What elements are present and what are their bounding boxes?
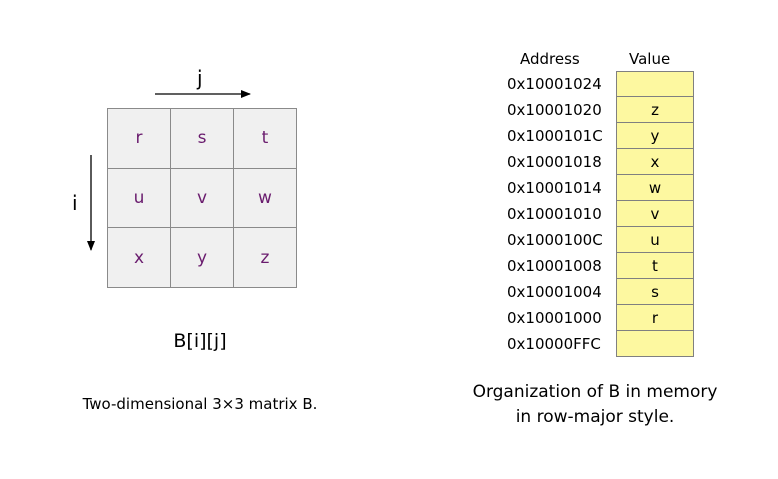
memory-address: 0x10001024: [507, 75, 602, 93]
memory-value-cell: t: [616, 253, 694, 279]
memory-value-cell: y: [616, 123, 694, 149]
memory-value-cell: u: [616, 227, 694, 253]
address-column-header: Address: [520, 50, 580, 68]
matrix-cell: y: [171, 228, 234, 288]
memory-value-cell: r: [616, 305, 694, 331]
row-index-label: i: [72, 191, 78, 215]
matrix-name: B[i][j]: [173, 330, 227, 352]
memory-address: 0x10001018: [507, 153, 602, 171]
memory-row: 0x10001018 x: [507, 149, 694, 175]
memory-address: 0x1000101C: [507, 127, 603, 145]
memory-address: 0x10001020: [507, 101, 602, 119]
memory-value-cell: [616, 331, 694, 357]
matrix-cell: w: [234, 168, 297, 229]
memory-caption-line: Organization of B in memory: [472, 382, 718, 402]
memory-value-cell: x: [616, 149, 694, 175]
memory-caption-line: in row-major style.: [515, 407, 675, 427]
memory-row: 0x10001000 r: [507, 305, 694, 331]
memory-address: 0x10001014: [507, 179, 602, 197]
memory-value-cell: [616, 71, 694, 97]
memory-value-cell: s: [616, 279, 694, 305]
memory-row: 0x10001004 s: [507, 279, 694, 305]
memory-address: 0x10001010: [507, 205, 602, 223]
matrix-cell: r: [108, 109, 171, 169]
memory-row: 0x1000101C y: [507, 123, 694, 149]
memory-address: 0x10000FFC: [507, 335, 601, 353]
memory-row: 0x10001024: [507, 71, 694, 97]
matrix-grid: r s t u v w x y z: [107, 108, 297, 288]
memory-row: 0x1000100C u: [507, 227, 694, 253]
memory-value-cell: v: [616, 201, 694, 227]
matrix-caption: Two-dimensional 3×3 matrix B.: [82, 395, 318, 413]
matrix-cell: x: [108, 228, 171, 288]
column-index-label: j: [197, 66, 203, 90]
memory-row: 0x10001020 z: [507, 97, 694, 123]
memory-address: 0x10001008: [507, 257, 602, 275]
memory-row: 0x10001014 w: [507, 175, 694, 201]
memory-address: 0x10001000: [507, 309, 602, 327]
memory-value-cell: z: [616, 97, 694, 123]
value-column-header: Value: [629, 50, 671, 68]
matrix-cell: z: [234, 228, 297, 288]
memory-value-cell: w: [616, 175, 694, 201]
matrix-cell: s: [171, 109, 234, 169]
memory-row: 0x10000FFC: [507, 331, 694, 357]
matrix-cell: t: [234, 109, 297, 169]
memory-table: 0x10001024 0x10001020 z 0x1000101C y 0x1…: [507, 71, 694, 357]
memory-caption: Organization of B in memory in row-major…: [430, 380, 760, 430]
memory-row: 0x10001008 t: [507, 253, 694, 279]
matrix-cell: v: [171, 168, 234, 229]
matrix-cell: u: [108, 168, 171, 229]
memory-address: 0x10001004: [507, 283, 602, 301]
memory-row: 0x10001010 v: [507, 201, 694, 227]
memory-address: 0x1000100C: [507, 231, 603, 249]
